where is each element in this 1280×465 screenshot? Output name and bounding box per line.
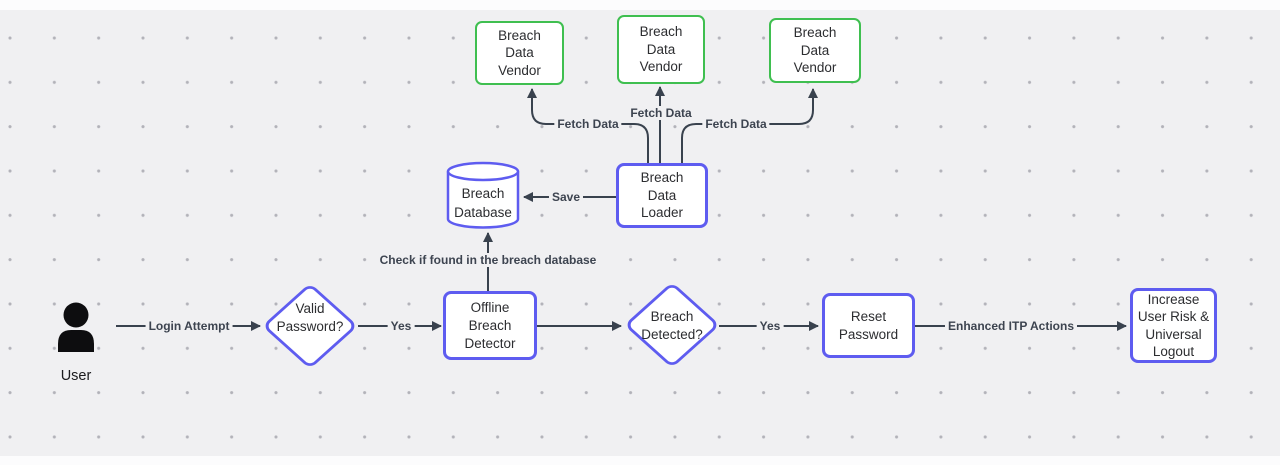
edge-label-detected-yes: Yes <box>756 319 784 333</box>
node-breach-data-vendor-2-label: Breach Data Vendor <box>639 24 683 75</box>
node-reset-password-label: Reset Password <box>838 308 899 342</box>
node-breach-data-loader-label: Breach Data Loader <box>640 170 684 221</box>
user-icon <box>58 302 94 352</box>
node-user[interactable] <box>57 302 95 357</box>
canvas-top-margin <box>0 0 1280 10</box>
node-breach-database-label: Breach Database <box>454 186 512 220</box>
edge-label-save: Save <box>548 190 584 204</box>
edge-label-enhanced-itp: Enhanced ITP Actions <box>944 319 1078 333</box>
node-breach-data-vendor-3-label: Breach Data Vendor <box>793 25 837 76</box>
node-breach-data-vendor-1-label: Breach Data Vendor <box>498 27 541 78</box>
node-offline-breach-detector[interactable]: Offline Breach Detector <box>443 291 537 360</box>
node-increase-user-risk[interactable]: Increase User Risk & Universal Logout <box>1130 288 1217 363</box>
node-breach-data-vendor-1[interactable]: Breach Data Vendor <box>475 21 564 85</box>
edge-label-fetch-data-left: Fetch Data <box>554 117 622 131</box>
canvas-bottom-margin <box>0 456 1280 465</box>
node-offline-breach-detector-label: Offline Breach Detector <box>464 299 516 351</box>
edge-label-fetch-data-middle: Fetch Data <box>627 106 695 120</box>
node-breach-data-vendor-2[interactable]: Breach Data Vendor <box>617 15 705 84</box>
node-breach-data-loader[interactable]: Breach Data Loader <box>616 163 708 228</box>
edge-label-check-breach-db: Check if found in the breach database <box>376 253 600 267</box>
node-breach-detected-label: Breach Detected? <box>641 309 703 342</box>
edge-label-fetch-data-right: Fetch Data <box>702 117 770 131</box>
node-breach-data-vendor-3[interactable]: Breach Data Vendor <box>769 18 861 83</box>
user-label: User <box>60 368 92 384</box>
edge-label-login-attempt: Login Attempt <box>145 319 233 333</box>
node-valid-password-label: Valid Password? <box>276 301 344 334</box>
edge-label-valid-yes: Yes <box>387 319 415 333</box>
node-reset-password[interactable]: Reset Password <box>822 293 915 358</box>
node-increase-user-risk-label: Increase User Risk & Universal Logout <box>1137 291 1210 360</box>
breach-database-shape[interactable] <box>446 161 520 229</box>
